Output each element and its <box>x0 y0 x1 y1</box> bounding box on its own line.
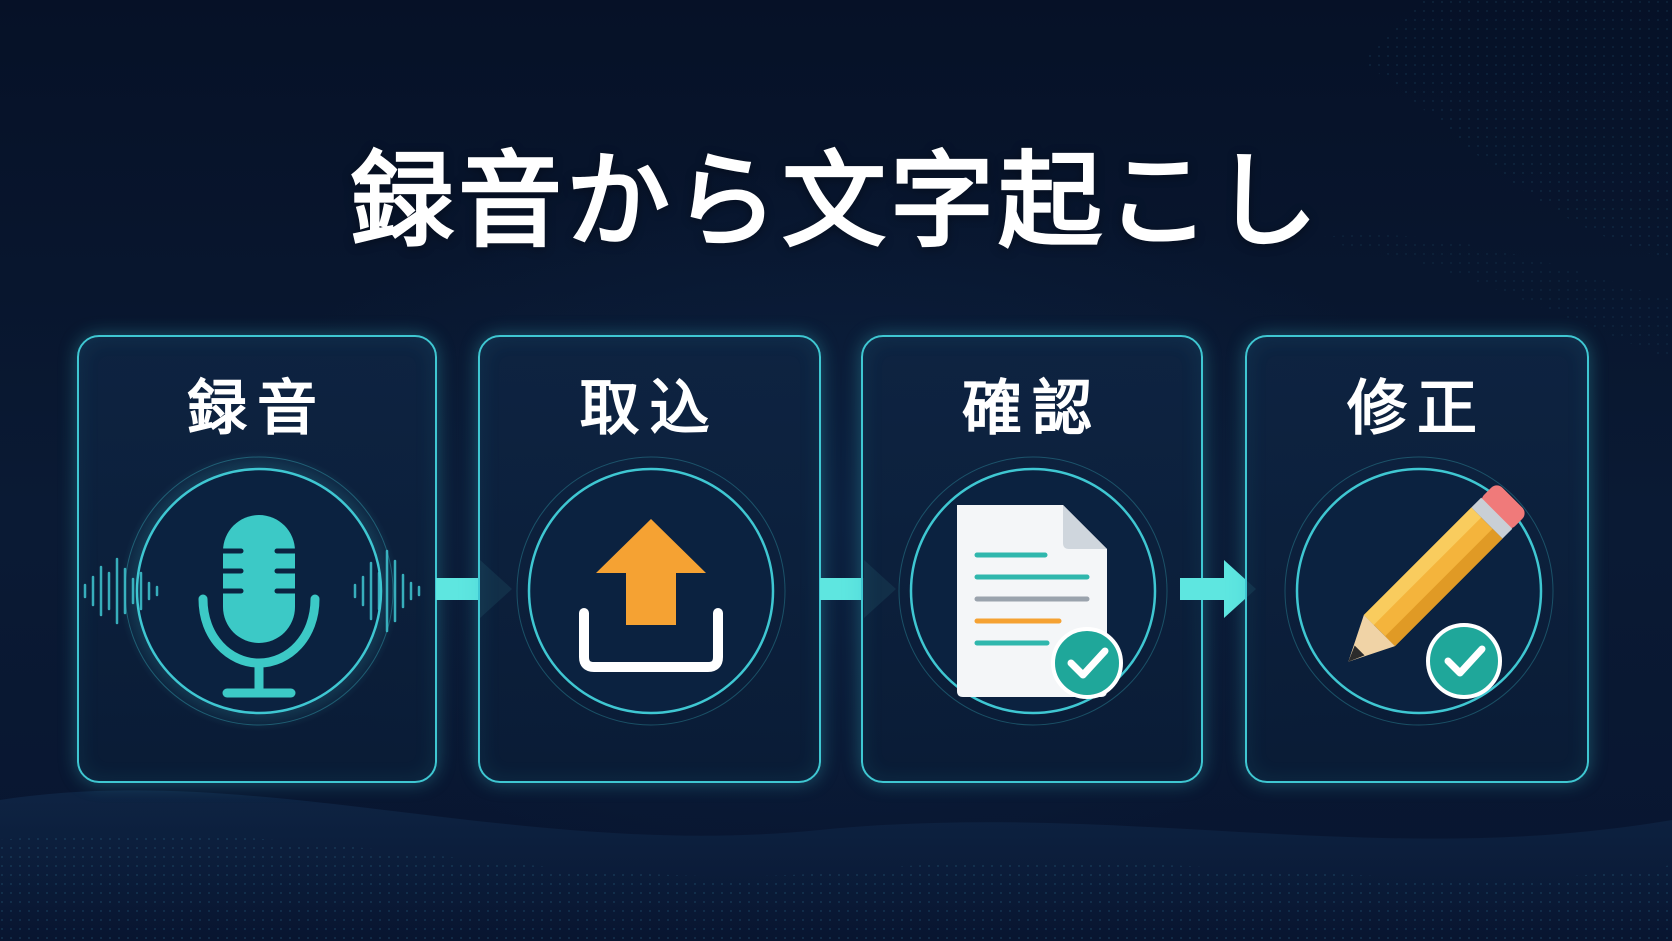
microphone-icon <box>83 451 421 731</box>
step-card-record: 録音 <box>77 335 437 783</box>
step-label-review: 確認 <box>962 374 1102 444</box>
page-title: 録音から文字起こし <box>349 140 1322 262</box>
document-check-icon <box>898 456 1168 726</box>
step-label-record: 録音 <box>187 374 327 444</box>
upload-icon <box>516 456 786 726</box>
step-card-import: 取込 <box>478 335 821 783</box>
step-card-edit: 修正 <box>1245 335 1589 783</box>
step-label-import: 取込 <box>579 374 720 444</box>
arrow-right-icon <box>1180 560 1256 618</box>
step-card-review: 確認 <box>861 335 1203 783</box>
pencil-check-icon <box>1284 456 1554 726</box>
step-label-edit: 修正 <box>1347 374 1487 444</box>
